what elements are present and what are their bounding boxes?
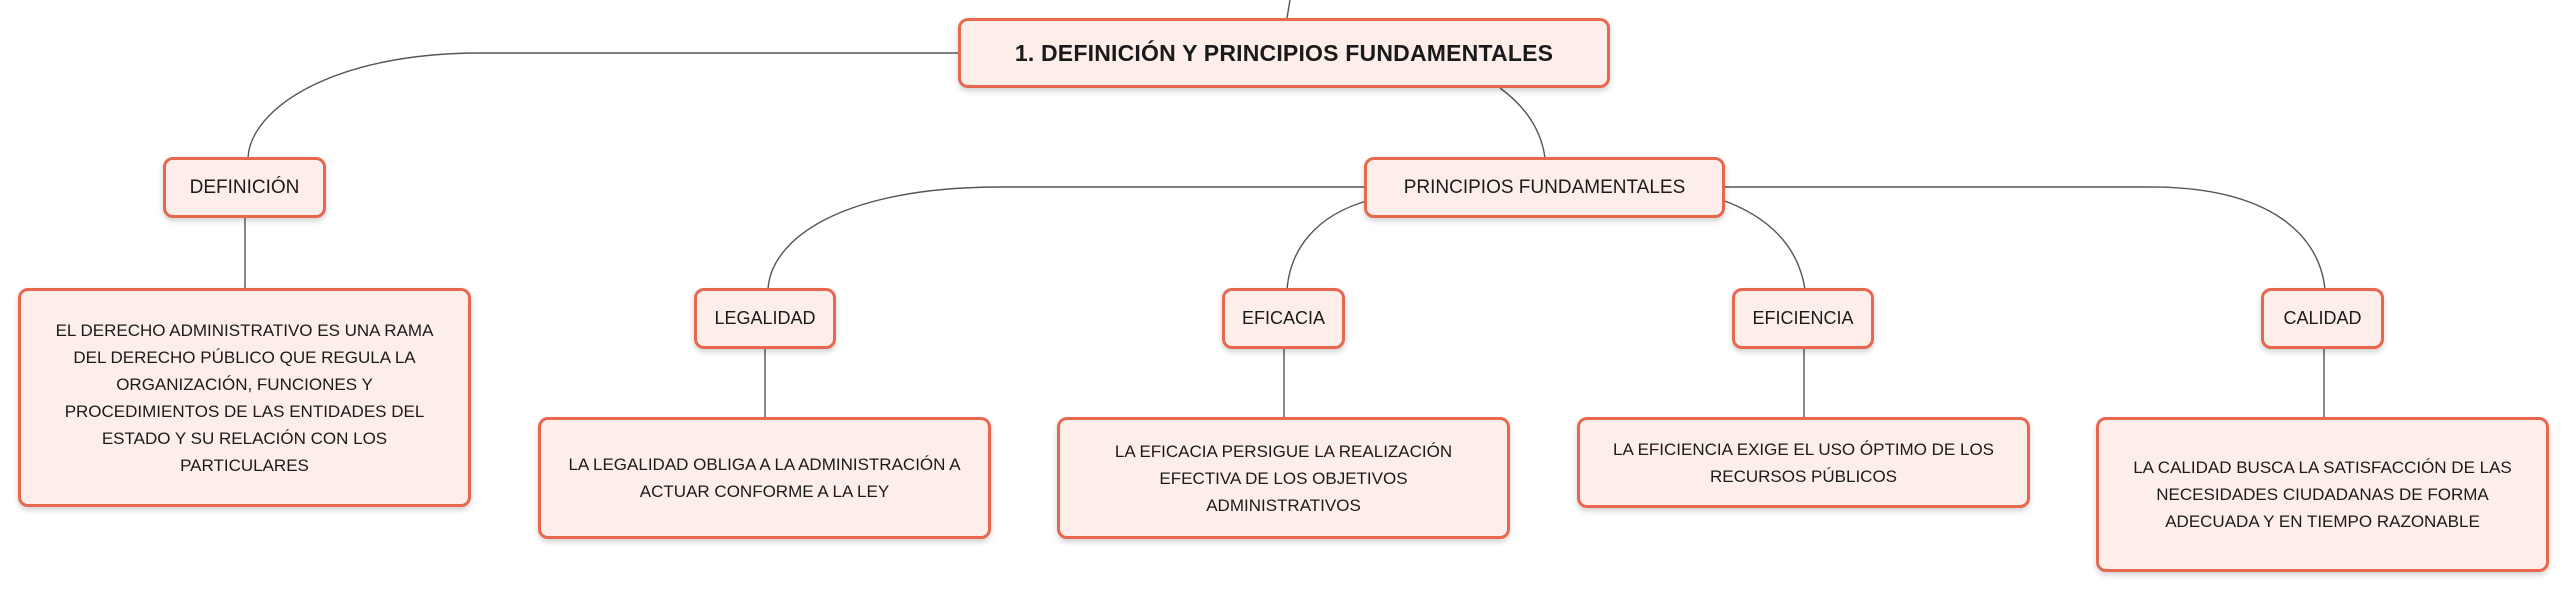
detail-legalidad-text: LA LEGALIDAD OBLIGA A LA ADMINISTRACIÓN … <box>568 455 961 501</box>
root-topic[interactable]: 1. DEFINICIÓN Y PRINCIPIOS FUNDAMENTALES <box>958 18 1610 88</box>
connector-root-parent <box>1286 0 1291 19</box>
detail-definicion-text: EL DERECHO ADMINISTRATIVO ES UNA RAMA DE… <box>55 320 434 475</box>
connector-principios-calidad <box>1722 186 2326 291</box>
connector-principios-eficacia <box>1286 199 1371 291</box>
connector-principios-eficiencia <box>1721 199 1806 291</box>
connector-principios-legalidad <box>767 186 1368 291</box>
detail-legalidad[interactable]: LA LEGALIDAD OBLIGA A LA ADMINISTRACIÓN … <box>538 417 991 539</box>
detail-calidad[interactable]: LA CALIDAD BUSCA LA SATISFACCIÓN DE LAS … <box>2096 417 2549 572</box>
principle-calidad-label: CALIDAD <box>2283 308 2362 328</box>
topic-principios-fundamentales[interactable]: PRINCIPIOS FUNDAMENTALES <box>1364 157 1725 218</box>
principle-legalidad[interactable]: LEGALIDAD <box>694 288 836 349</box>
root-topic-label: 1. DEFINICIÓN Y PRINCIPIOS FUNDAMENTALES <box>1014 39 1554 66</box>
principle-eficiencia[interactable]: EFICIENCIA <box>1732 288 1874 349</box>
principle-legalidad-label: LEGALIDAD <box>714 308 816 328</box>
principle-eficacia-label: EFICACIA <box>1241 308 1325 328</box>
connector-root-definicion <box>247 52 960 159</box>
principle-eficiencia-label: EFICIENCIA <box>1752 308 1854 328</box>
topic-principios-label: PRINCIPIOS FUNDAMENTALES <box>1403 176 1686 198</box>
detail-eficiencia[interactable]: LA EFICIENCIA EXIGE EL USO ÓPTIMO DE LOS… <box>1577 417 2030 508</box>
detail-definicion[interactable]: EL DERECHO ADMINISTRATIVO ES UNA RAMA DE… <box>18 288 471 507</box>
detail-calidad-text: LA CALIDAD BUSCA LA SATISFACCIÓN DE LAS … <box>2133 458 2512 531</box>
detail-eficacia-text: LA EFICACIA PERSIGUE LA REALIZACIÓN EFEC… <box>1114 441 1453 515</box>
topic-definicion-label: DEFINICIÓN <box>189 176 300 198</box>
detail-eficiencia-text: LA EFICIENCIA EXIGE EL USO ÓPTIMO DE LOS… <box>1612 439 1995 486</box>
connector-root-principios <box>1499 87 1546 159</box>
detail-eficacia[interactable]: LA EFICACIA PERSIGUE LA REALIZACIÓN EFEC… <box>1057 417 1510 539</box>
principle-eficacia[interactable]: EFICACIA <box>1222 288 1345 349</box>
principle-calidad[interactable]: CALIDAD <box>2261 288 2384 349</box>
topic-definicion[interactable]: DEFINICIÓN <box>163 157 326 218</box>
